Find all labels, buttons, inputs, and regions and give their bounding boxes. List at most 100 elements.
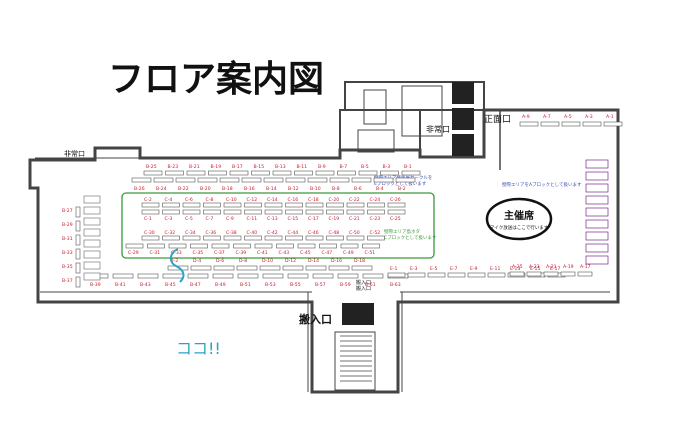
booth-table — [241, 177, 262, 183]
a-block-wall-booth — [585, 219, 609, 229]
right-zone-note: 壁際エリアをAブロックとして扱います — [502, 181, 582, 188]
booth-table — [351, 177, 372, 183]
booth-table — [285, 235, 303, 241]
booth-table — [165, 170, 184, 176]
booth-table — [254, 243, 273, 249]
booth-table — [561, 121, 581, 127]
booth-label: C-40 — [247, 230, 258, 236]
booth-table — [259, 265, 281, 271]
booth-table — [187, 273, 209, 279]
booth-table — [540, 121, 560, 127]
booth-table — [125, 243, 144, 249]
booth-table — [380, 170, 399, 176]
booth-label: B-15 — [254, 164, 265, 170]
booth-label: B-14 — [266, 186, 277, 192]
booth-label: C-38 — [226, 230, 237, 236]
left-wall-booth — [83, 250, 101, 259]
booth-label: C-39 — [236, 250, 247, 256]
booth-label: B-55 — [290, 282, 301, 288]
page-title: フロア案内図 — [108, 59, 324, 100]
booth-label: D-18 — [354, 258, 365, 264]
booth-label: C-13 — [267, 216, 278, 222]
booth-table — [272, 170, 292, 176]
booth-label: D-10 — [262, 258, 273, 264]
booth-label: E-7 — [450, 266, 458, 272]
booth-table — [147, 243, 165, 249]
booth-label: C-45 — [300, 250, 311, 256]
booth-table — [75, 220, 81, 232]
emergency-exit-left-label: 非常口 — [64, 149, 85, 158]
booth-table — [141, 235, 160, 241]
booth-table — [276, 243, 294, 249]
booth-label: B-10 — [310, 186, 321, 192]
booth-label: B-11 — [297, 164, 308, 170]
booth-label: C-16 — [288, 197, 299, 203]
booth-label: D-14 — [308, 258, 319, 264]
a-block-wall-booth — [585, 159, 609, 169]
booth-table — [305, 265, 327, 271]
booth-label: C-29 — [128, 250, 139, 256]
left-wall-booth — [83, 228, 101, 237]
booth-table — [294, 170, 313, 176]
booth-table — [229, 170, 249, 176]
booth-table — [285, 209, 303, 215]
booth-label: B-13 — [275, 164, 286, 170]
booth-label: B-5 — [361, 164, 369, 170]
booth-label: C-43 — [279, 250, 290, 256]
booth-label: D-4 — [193, 258, 201, 264]
booth-label: D-12 — [285, 258, 296, 264]
booth-table — [346, 235, 365, 241]
booth-table — [305, 235, 324, 241]
booth-label: C-47 — [322, 250, 333, 256]
booth-label: B-25 — [146, 164, 157, 170]
booth-table — [287, 273, 309, 279]
booth-table — [285, 177, 306, 183]
booth-label: C-8 — [206, 197, 214, 203]
booth-label: C-7 — [206, 216, 214, 222]
booth-label: C-37 — [214, 250, 225, 256]
booth-table — [237, 273, 259, 279]
booth-label: E-17 — [550, 266, 560, 272]
booth-table — [141, 202, 160, 208]
loading-note-1: 搬入口 — [356, 279, 371, 286]
booth-label: B-31 — [62, 236, 73, 242]
booth-label: C-25 — [390, 216, 401, 222]
booth-label: C-46 — [308, 230, 319, 236]
booth-table — [219, 177, 240, 183]
booth-label: C-24 — [370, 197, 381, 203]
booth-table — [223, 209, 242, 215]
booth-label: B-16 — [244, 186, 255, 192]
booth-label: B-57 — [315, 282, 326, 288]
loading-stairs — [334, 303, 376, 391]
booth-table — [282, 265, 304, 271]
booth-table — [223, 202, 242, 208]
booth-label: C-15 — [288, 216, 299, 222]
booth-label: C-19 — [329, 216, 340, 222]
here-marker: ココ!! — [170, 248, 221, 358]
booth-label: B-49 — [215, 282, 226, 288]
booth-table — [182, 202, 201, 208]
booth-label: B-21 — [189, 164, 200, 170]
booth-label: E-3 — [410, 266, 418, 272]
booth-label: B-20 — [200, 186, 211, 192]
booth-label: B-53 — [265, 282, 276, 288]
here-marker-label: ココ!! — [176, 339, 221, 358]
booth-table — [526, 271, 542, 277]
booth-table — [233, 243, 251, 249]
booth-label: C-52 — [370, 230, 381, 236]
booth-label: B-24 — [156, 186, 167, 192]
booth-label: C-30 — [144, 230, 155, 236]
booth-table — [162, 202, 180, 208]
a-block-wall-booth — [585, 183, 609, 193]
booth-label: B-1 — [404, 164, 412, 170]
a-block-wall-booth — [585, 171, 609, 181]
booth-table — [212, 273, 234, 279]
booth-label: C-3 — [165, 216, 173, 222]
booth-table — [182, 209, 201, 215]
booth-table — [213, 265, 235, 271]
booth-table — [367, 202, 385, 208]
booth-label: B-29 — [62, 222, 73, 228]
booth-table — [203, 209, 221, 215]
booth-label: B-8 — [332, 186, 340, 192]
